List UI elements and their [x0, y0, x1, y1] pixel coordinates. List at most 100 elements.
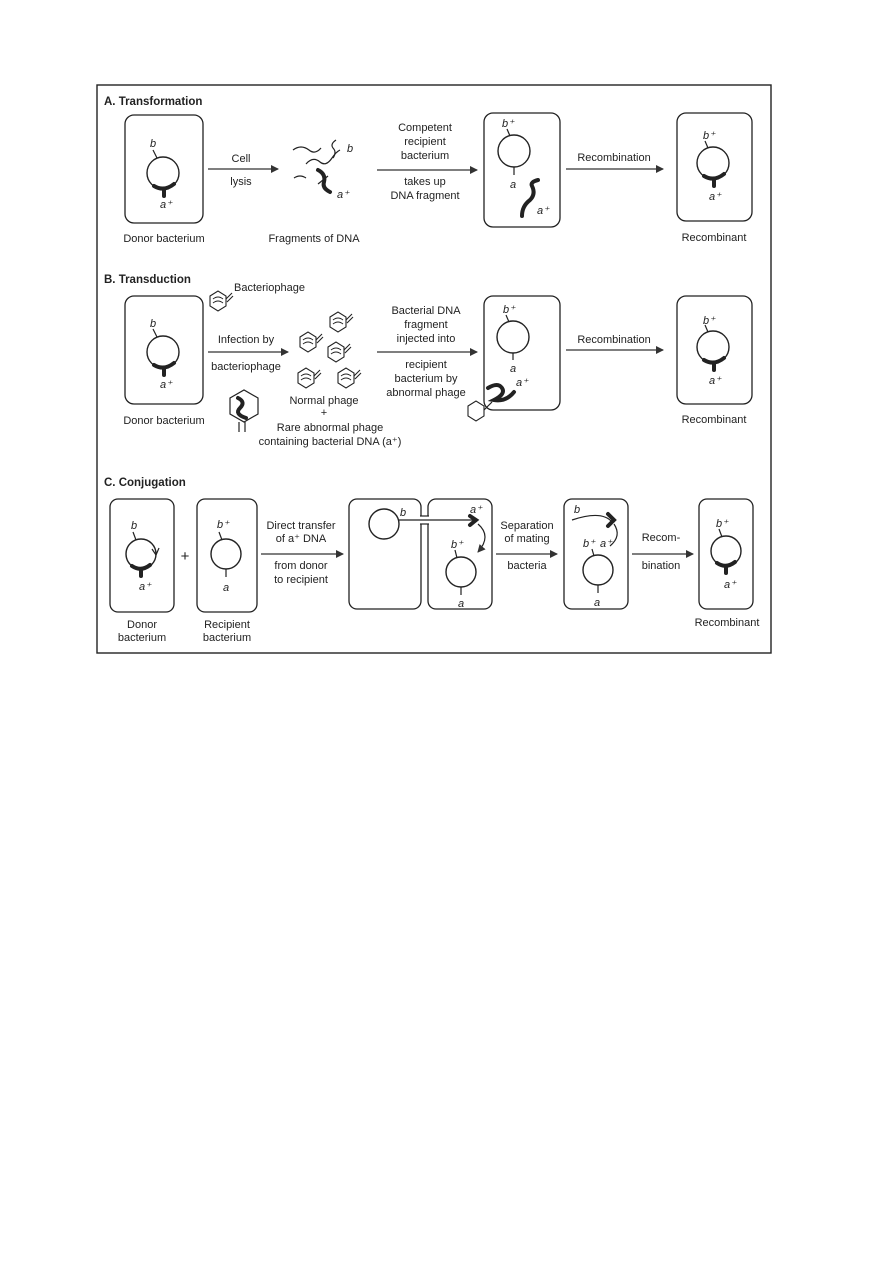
separated-gene-a: a [594, 597, 600, 609]
recipient-cell-b [483, 295, 561, 411]
separation-label-top-2: of mating [504, 533, 549, 545]
recipient-label-c-1: Recipient [204, 619, 250, 631]
injecting-phage [467, 400, 485, 422]
infection-label-top: Infection by [218, 334, 275, 346]
uptake-label-top-1: Competent [398, 122, 452, 134]
recombinant-gene-b-plus-b: b⁺ [703, 315, 716, 327]
separated-recipient-chromosome [571, 512, 618, 593]
panel-transduction: B. Transduction Bacteriophage b a⁺ Donor… [104, 274, 753, 448]
injection-label-top-2: fragment [404, 319, 447, 331]
pair-gene-b: b [400, 507, 406, 519]
donor-label: Donor bacterium [123, 233, 204, 245]
recombinant-label-a: Recombinant [682, 232, 747, 244]
panel-title-transduction: B. Transduction [104, 274, 191, 286]
panel-conjugation: C. Conjugation b a⁺ Donor bacterium + b⁺… [104, 477, 759, 644]
recipient-chromosome [497, 128, 540, 218]
recipient-cell-c [196, 498, 258, 613]
donor-gene-b-c: b [131, 520, 137, 532]
transfer-label-bottom-2: to recipient [274, 574, 328, 586]
phage-note-4: containing bacterial DNA (a⁺) [259, 436, 402, 448]
recombinant-gene-b-plus-a: b⁺ [703, 130, 716, 142]
donor-gene-b-b: b [150, 318, 156, 330]
uptake-label-top-2: recipient [404, 136, 446, 148]
recipient-gene-a: a [510, 179, 516, 191]
donor-label-c-2: bacterium [118, 632, 166, 644]
pair-gene-b-plus: b⁺ [451, 539, 464, 551]
recombinant-chromosome-a [696, 140, 730, 188]
injection-label-bottom-2: bacterium by [395, 373, 458, 385]
uptake-label-bottom-2: DNA fragment [390, 190, 459, 202]
uptake-label-top-3: bacterium [401, 150, 449, 162]
donor-chromosome-c [125, 531, 160, 578]
phage-note-2: + [321, 407, 327, 419]
gene-label-b: b [150, 138, 156, 150]
mating-pair [348, 498, 493, 610]
donor-cell-b [124, 295, 204, 405]
recombinant-gene-a-plus-b: a⁺ [709, 375, 722, 387]
recipient-gene-a-c: a [223, 582, 229, 594]
lysis-label-top: Cell [232, 153, 251, 165]
bacteriophage-label: Bacteriophage [234, 282, 305, 294]
phage-tail [483, 401, 493, 411]
pair-gene-a: a [458, 598, 464, 610]
recombinant-label-b: Recombinant [682, 414, 747, 426]
figure-border [96, 84, 772, 654]
separated-gene-a-plus: a⁺ [600, 538, 613, 550]
recipient-label-c-2: bacterium [203, 632, 251, 644]
recombination-label-c-top: Recom- [642, 532, 681, 544]
bacteriophage-icon [209, 290, 234, 312]
recipient-gene-a-b: a [510, 363, 516, 375]
infection-label-bottom: bacteriophage [211, 361, 281, 373]
recombinant-chromosome-b [696, 324, 730, 372]
separation-label-bottom: bacteria [507, 560, 547, 572]
donor-cell-c [109, 498, 175, 613]
donor-gene-a-plus-c: a⁺ [139, 581, 152, 593]
abnormal-phage [229, 389, 259, 432]
recipient-cell [483, 112, 561, 228]
injection-label-bottom-3: abnormal phage [386, 387, 466, 399]
recombinant-gene-a-plus-c: a⁺ [724, 579, 737, 591]
recipient-chromosome-b [486, 314, 530, 403]
fragment-in-recipient-a-plus: a⁺ [537, 205, 550, 217]
recipient-gene-b-plus-b: b⁺ [503, 304, 516, 316]
dna-fragments [292, 139, 341, 194]
panel-title-conjugation: C. Conjugation [104, 477, 186, 489]
panel-transformation: A. Transformation b a⁺ Donor bacterium C… [104, 96, 753, 245]
recombinant-label-c: Recombinant [695, 617, 760, 629]
donor-chromosome [146, 149, 180, 198]
recombinant-gene-b-plus-c: b⁺ [716, 518, 729, 530]
recombinant-cell-b [676, 295, 753, 405]
pair-gene-a-plus: a⁺ [470, 504, 483, 516]
donor-label-c-1: Donor [127, 619, 157, 631]
recombinant-cell-a [676, 112, 753, 222]
donor-cell [124, 114, 204, 224]
transfer-label-top-2: of a⁺ DNA [276, 533, 327, 545]
panel-title-transformation: A. Transformation [104, 96, 202, 108]
uptake-label-bottom-1: takes up [404, 176, 446, 188]
recombinant-chromosome-c [710, 528, 742, 575]
recipient-gene-b-plus-c: b⁺ [217, 519, 230, 531]
separated-recipient-cell [563, 498, 629, 610]
phage-note-3: Rare abnormal phage [277, 422, 383, 434]
recombination-label-c-bottom: bination [642, 560, 681, 572]
transfer-label-top-1: Direct transfer [266, 520, 335, 532]
donor-gene-a-plus-b: a⁺ [160, 379, 173, 391]
injection-label-top-3: injected into [397, 333, 456, 345]
lysis-label-bottom: lysis [230, 176, 252, 188]
recombinant-cell-c [698, 498, 754, 610]
separation-label-top-1: Separation [500, 520, 553, 532]
injected-gene-a-plus: a⁺ [516, 377, 529, 389]
recombinant-gene-a-plus-a: a⁺ [709, 191, 722, 203]
fragment-gene-a-plus: a⁺ [337, 189, 350, 201]
donor-chromosome-b [146, 328, 180, 377]
recipient-chromosome-c [210, 531, 242, 577]
fragment-gene-b: b [347, 143, 353, 155]
recipient-gene-b-plus: b⁺ [502, 118, 515, 130]
gene-label-a-plus: a⁺ [160, 199, 173, 211]
plus-sign: + [181, 548, 190, 565]
transfer-label-bottom-1: from donor [274, 560, 328, 572]
separated-gene-b-plus: b⁺ [583, 538, 596, 550]
progeny-phages [297, 311, 362, 389]
recombination-label-a: Recombination [577, 152, 650, 164]
